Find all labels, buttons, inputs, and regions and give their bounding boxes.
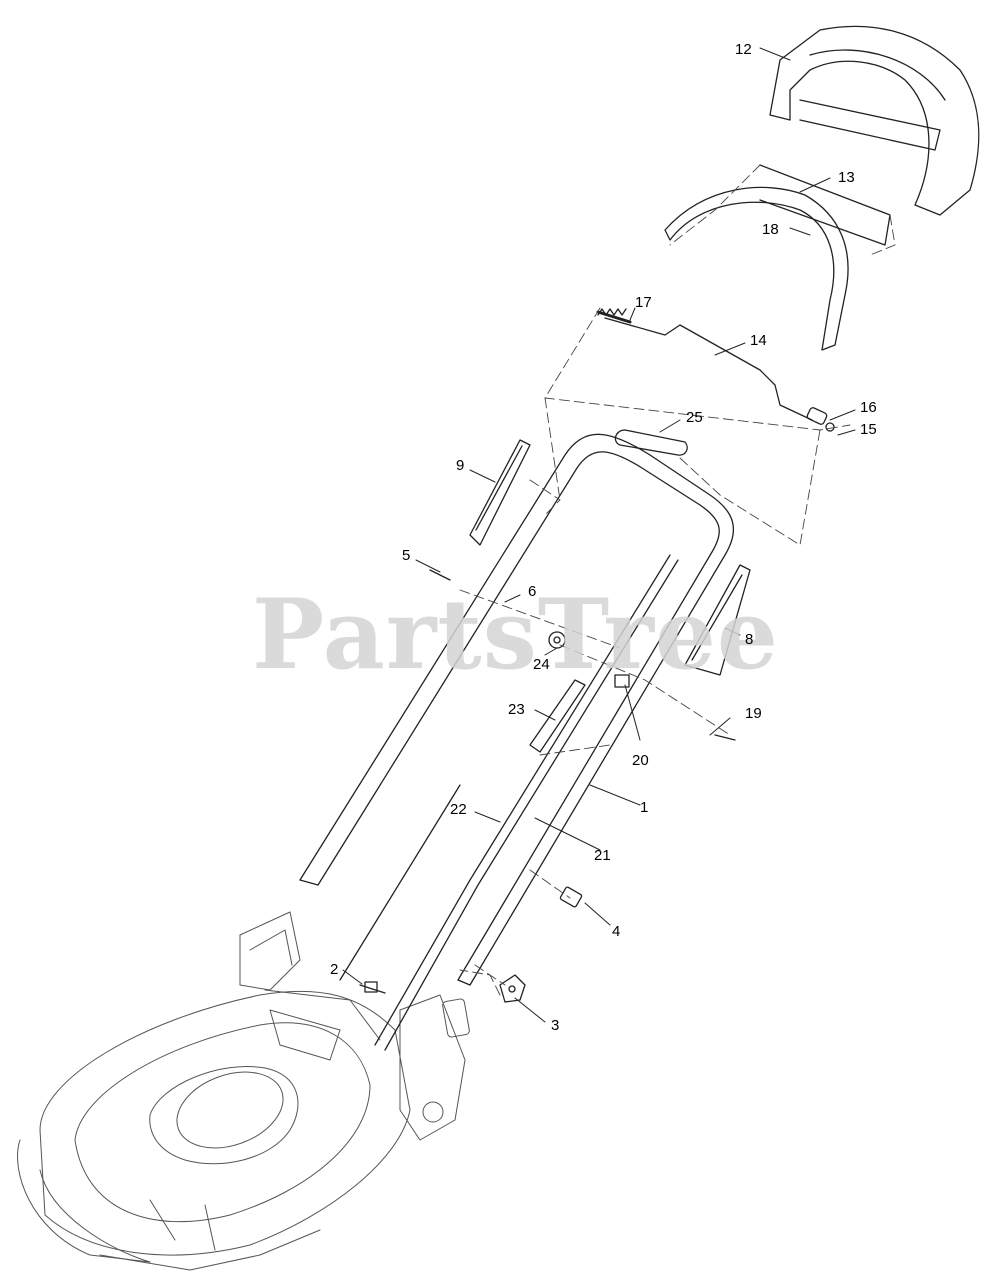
callout-19: 19: [745, 705, 762, 722]
callout-5: 5: [402, 547, 411, 564]
cable-guide-right: [684, 564, 751, 676]
callout-21: 21: [594, 847, 611, 864]
callout-16: 16: [860, 399, 877, 416]
callout-12: 12: [735, 41, 752, 58]
control-rod: [596, 310, 835, 432]
cable-guide-left: [469, 439, 531, 546]
assembly-dashed-lines: [459, 164, 896, 996]
callout-3: 3: [551, 1017, 560, 1034]
callout-4: 4: [612, 923, 621, 940]
handle-tube: [299, 433, 734, 1051]
bolt-2: [359, 981, 386, 994]
callout-24: 24: [533, 656, 550, 673]
clip-20: [614, 674, 630, 688]
callout-22: 22: [450, 801, 467, 818]
callout-6: 6: [528, 583, 537, 600]
callout-17: 17: [635, 294, 652, 311]
nut-4: [559, 886, 583, 908]
spring-17: [597, 308, 627, 316]
mower-deck: [17, 911, 470, 1271]
leader-lines: [342, 47, 856, 1023]
callout-13: 13: [838, 169, 855, 186]
callout-14: 14: [750, 332, 767, 349]
bolt-19: [714, 734, 736, 741]
callout-25: 25: [686, 409, 703, 426]
rivet-5: [429, 569, 451, 581]
callout-1: 1: [640, 799, 649, 816]
callout-23: 23: [508, 701, 525, 718]
callout-9: 9: [456, 457, 465, 474]
callout-2: 2: [330, 961, 339, 978]
callout-20: 20: [632, 752, 649, 769]
handle-bar: [769, 25, 980, 216]
spacer-23: [529, 679, 586, 753]
callout-8: 8: [745, 631, 754, 648]
knob-3: [499, 974, 526, 1003]
callout-15: 15: [860, 421, 877, 438]
callout-18: 18: [762, 221, 779, 238]
grip-sleeve: [614, 429, 688, 456]
bail-bar: [664, 164, 891, 351]
